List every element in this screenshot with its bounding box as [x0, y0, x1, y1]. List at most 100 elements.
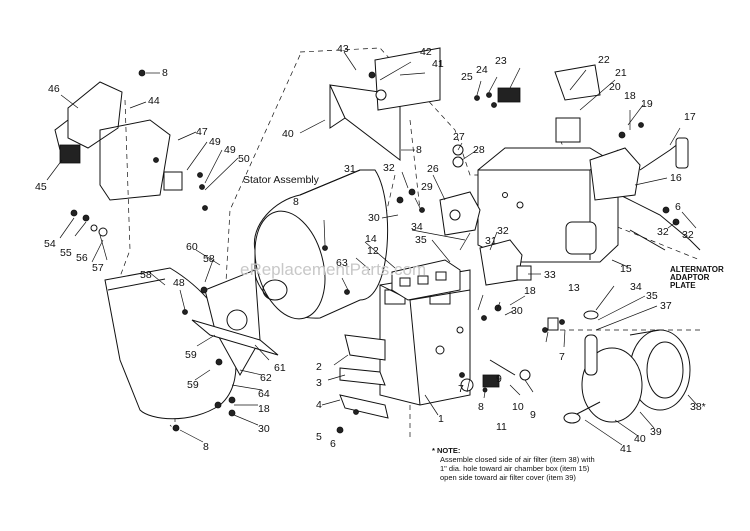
callout-15: 15: [620, 263, 632, 275]
callout-3: 3: [316, 377, 322, 389]
callout-25: 25: [461, 71, 473, 83]
callout-35-right: 35: [646, 290, 658, 302]
note-line-2: 1" dia. hole toward air chamber box (ite…: [440, 464, 590, 473]
callout-44: 42: [420, 46, 432, 58]
callout-28: 28: [473, 144, 485, 156]
callout-49-lower: 48: [173, 277, 185, 289]
callout-40: 40: [634, 433, 646, 445]
alternator-label-line1: ALTERNATOR: [670, 265, 724, 274]
callout-37: 37: [660, 300, 672, 312]
callout-54: 55: [60, 247, 72, 259]
callout-11: 11: [496, 421, 507, 433]
callout-8-fan: 8: [416, 144, 422, 156]
alternator-label-line2: ADAPTOR: [670, 273, 710, 282]
callout-31-mid: 31: [344, 163, 356, 175]
callout-30-right: 30: [511, 305, 523, 317]
callout-18-lower: 18: [258, 403, 270, 415]
leader-lines: [46, 51, 698, 446]
callout-61-lower: 62: [260, 372, 272, 384]
callout-14: 14: [365, 233, 377, 245]
callout-9-b: 9: [530, 409, 536, 421]
callout-22: 22: [598, 54, 610, 66]
callout-1: 1: [438, 413, 444, 425]
callout-8-top: 8: [162, 67, 168, 79]
callout-58b: 59: [187, 379, 199, 391]
callout-19: 19: [641, 98, 653, 110]
callout-13: 13: [568, 282, 580, 294]
callout-32-right: 32: [497, 225, 509, 237]
callout-35-mid: 35: [415, 234, 427, 246]
callout-58-lower: 59: [185, 349, 197, 361]
callout-24: 24: [476, 64, 488, 76]
callout-50: 49: [209, 136, 221, 148]
lower-brackets: [339, 334, 389, 419]
callout-4: 4: [316, 399, 322, 411]
note-heading: * NOTE:: [432, 446, 460, 455]
stator-assembly-label: Stator Assembly: [243, 174, 320, 186]
callout-30-mid: 30: [368, 212, 380, 224]
assembly-note: * NOTE: Assemble closed side of air filt…: [432, 446, 595, 482]
callout-60: 61: [274, 362, 286, 374]
callout-58-top: 58: [203, 253, 215, 265]
callout-49-top: 47: [196, 126, 208, 138]
callout-52: 50: [238, 153, 250, 165]
callout-61-mid: 63: [336, 257, 348, 269]
callout-21: 21: [615, 67, 627, 79]
stator-cylinder: [253, 169, 389, 320]
callout-34-right: 34: [630, 281, 642, 293]
callout-18-top: 18: [624, 90, 636, 102]
air-chamber-box: [477, 147, 619, 263]
callout-45: 43: [337, 43, 349, 55]
callout-31-right: 31: [485, 235, 497, 247]
callout-8-lower: 8: [478, 401, 484, 413]
callout-48: 46: [48, 83, 60, 95]
air-filter: [563, 329, 691, 424]
callout-42: 40: [282, 128, 294, 140]
fan-housing: [329, 47, 441, 162]
callout-5: 5: [316, 431, 322, 443]
valve: [439, 144, 481, 236]
callout-numbers: 8 46 44 47 49 49 50 45 8 43 42 41 40 23 …: [35, 43, 706, 455]
solenoid: [589, 137, 689, 201]
callout-47: 45: [35, 181, 47, 193]
connector-parts: [497, 64, 601, 143]
callout-55: 56: [76, 252, 88, 264]
callout-16: 16: [670, 172, 682, 184]
filter-element: [583, 310, 599, 376]
callout-59: 60: [186, 241, 198, 253]
callout-29: 29: [421, 181, 433, 193]
alternator-adaptor-plate: [619, 194, 701, 251]
callout-46: 44: [148, 95, 160, 107]
note-line-3: open side toward air filter cover (item …: [440, 473, 576, 482]
callout-56: 57: [92, 262, 104, 274]
callout-63: 6: [675, 201, 681, 213]
callout-57: 58: [140, 269, 152, 281]
callout-38: 38*: [690, 401, 706, 413]
callout-18-mid: 18: [524, 285, 536, 297]
callout-34-mid: 34: [411, 221, 423, 233]
switch-and-knob: [460, 317, 559, 392]
callout-53: 54: [44, 238, 56, 250]
watermark-text: eReplacementParts.com: [240, 260, 426, 279]
control-bracket-assembly: [54, 81, 183, 201]
alternator-label-line3: PLATE: [670, 281, 696, 290]
callout-26: 26: [427, 163, 439, 175]
callout-30-lower: 30: [258, 423, 270, 435]
callout-51: 49: [224, 144, 236, 156]
callout-43: 41: [432, 58, 444, 70]
callout-23: 23: [495, 55, 507, 67]
callout-33: 33: [544, 269, 556, 281]
callout-32-adaptor2: 32: [682, 229, 694, 241]
callout-6-lower: 6: [330, 438, 336, 450]
callout-39: 39: [650, 426, 662, 438]
terminal-block: [391, 259, 461, 301]
callout-41: 41: [620, 443, 632, 455]
callout-8-bottom: 8: [203, 441, 209, 453]
callout-32-mid: 32: [383, 162, 395, 174]
callout-2: 2: [316, 361, 322, 373]
callout-62: 64: [258, 388, 270, 400]
callout-27: 27: [453, 131, 465, 143]
callout-9-a: 9: [496, 373, 502, 385]
